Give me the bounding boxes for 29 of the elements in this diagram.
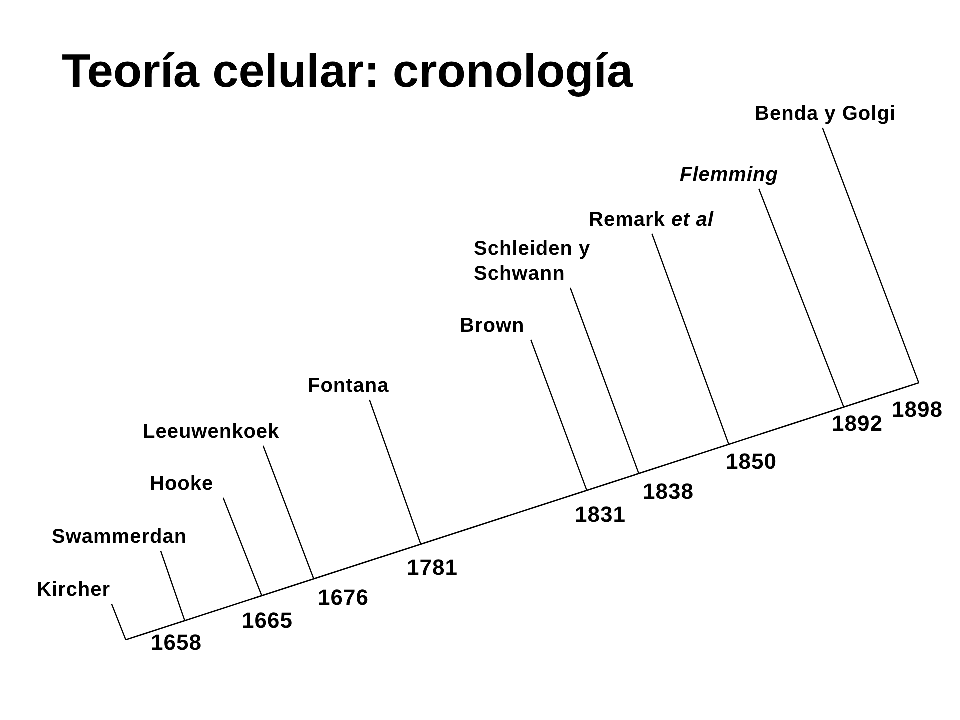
scientist-name: Brown [460, 314, 525, 338]
year-label: 1831 [575, 502, 626, 528]
leader-line [111, 604, 127, 640]
scientist-name: Schleiden y Schwann [474, 237, 598, 287]
year-label: 1665 [242, 608, 293, 634]
leader-line [758, 188, 845, 408]
scientist-name: Hooke [150, 472, 214, 496]
leader-line [160, 550, 186, 622]
leader-line [262, 446, 315, 580]
leader-line [369, 400, 422, 545]
year-label: 1898 [892, 397, 943, 423]
year-label: 1838 [643, 479, 694, 505]
scientist-name: Fontana [308, 374, 390, 398]
scientist-name: Kircher [37, 578, 111, 602]
year-label: 1676 [318, 585, 369, 611]
scientist-name: Swammerdan [52, 524, 188, 550]
year-label: 1781 [407, 555, 458, 581]
scientist-name: Benda y Golgi [755, 102, 896, 126]
leader-line [822, 128, 920, 384]
scientist-name: Remark et al [589, 208, 714, 232]
year-label: 1892 [832, 411, 883, 437]
leader-line [652, 234, 730, 445]
year-label: 1658 [151, 630, 202, 656]
leader-line [570, 288, 640, 474]
leader-line [530, 340, 588, 491]
year-label: 1850 [726, 449, 777, 475]
scientist-name: Flemming [680, 162, 778, 188]
scientist-name: Leeuwenkoek [143, 420, 280, 444]
leader-line [222, 498, 263, 596]
